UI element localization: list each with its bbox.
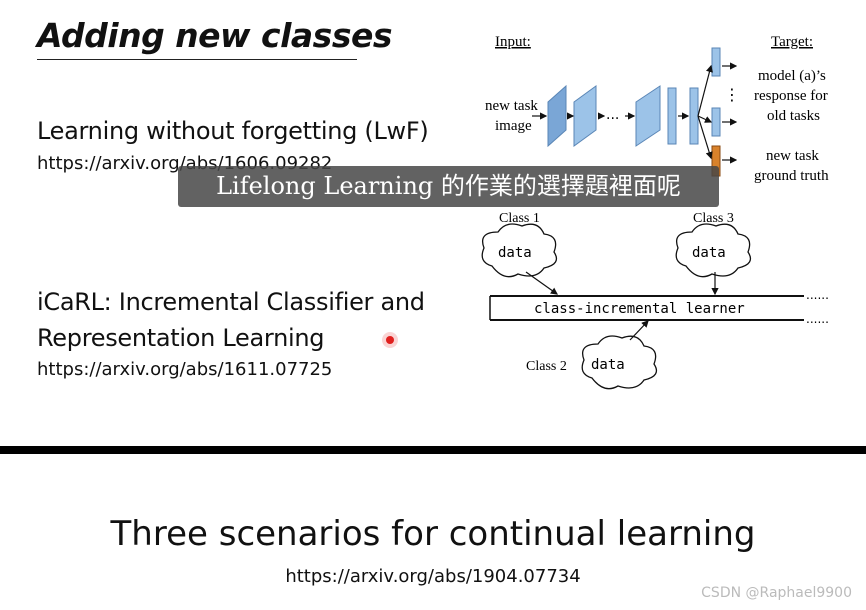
learner-label: class-incremental learner (534, 301, 745, 317)
class3-label: Class 3 (693, 211, 734, 226)
cloud-class3: data (675, 223, 752, 278)
subtitle-caption: Lifelong Learning 的作業的選擇題裡面呢 (178, 166, 719, 207)
new-task-gt-line1: new task (766, 148, 819, 164)
conv-layers (547, 47, 721, 177)
old-response-line3: old tasks (767, 108, 820, 124)
cloud-class3-text: data (692, 245, 726, 261)
lwf-diagram: Input: Target: new task image (485, 34, 829, 184)
cloud-class2-text: data (591, 357, 625, 373)
lwf-arrows (532, 62, 738, 164)
old-response-line2: response for (754, 88, 828, 104)
cloud-class1: data (481, 223, 558, 278)
class2-label: Class 2 (526, 359, 567, 374)
slide-separator (0, 446, 866, 454)
title-underline (37, 59, 357, 60)
output-vdots: ⋮ (724, 85, 740, 104)
new-task-image-line2: image (495, 118, 532, 134)
bottom-slide-url: https://arxiv.org/abs/1904.07734 (285, 566, 581, 587)
cloud-class2: data (581, 335, 658, 390)
icarl-diagram: Class 1 Class 3 data data data Class 2 c… (481, 211, 829, 390)
icarl-arrows (525, 271, 719, 341)
input-label: Input: (495, 34, 531, 50)
old-response-line1: model (a)’s (758, 68, 826, 84)
icarl-url: https://arxiv.org/abs/1611.07725 (37, 359, 333, 380)
bottom-slide-title: Three scenarios for continual learning (110, 514, 756, 554)
cloud-class1-text: data (498, 245, 532, 261)
slide-title: Adding new classes (37, 16, 392, 55)
new-task-image-line1: new task (485, 98, 538, 114)
learner-bar (489, 295, 804, 321)
laser-pointer-dot (382, 332, 398, 348)
icarl-heading-line1: iCaRL: Incremental Classifier and (37, 288, 425, 316)
learner-trail-bottom: ...... (806, 312, 829, 326)
new-task-gt-line2: ground truth (754, 168, 829, 184)
icarl-heading-line2: Representation Learning (37, 324, 325, 352)
class1-label: Class 1 (499, 211, 540, 226)
slide-top: Adding new classes Learning without forg… (37, 16, 830, 390)
target-label: Target: (771, 34, 813, 50)
csdn-watermark: CSDN @Raphael9900 (701, 585, 852, 601)
lwf-heading: Learning without forgetting (LwF) (37, 117, 429, 145)
layer-ellipsis: ... (606, 107, 619, 123)
learner-trail-top: ...... (806, 288, 829, 302)
